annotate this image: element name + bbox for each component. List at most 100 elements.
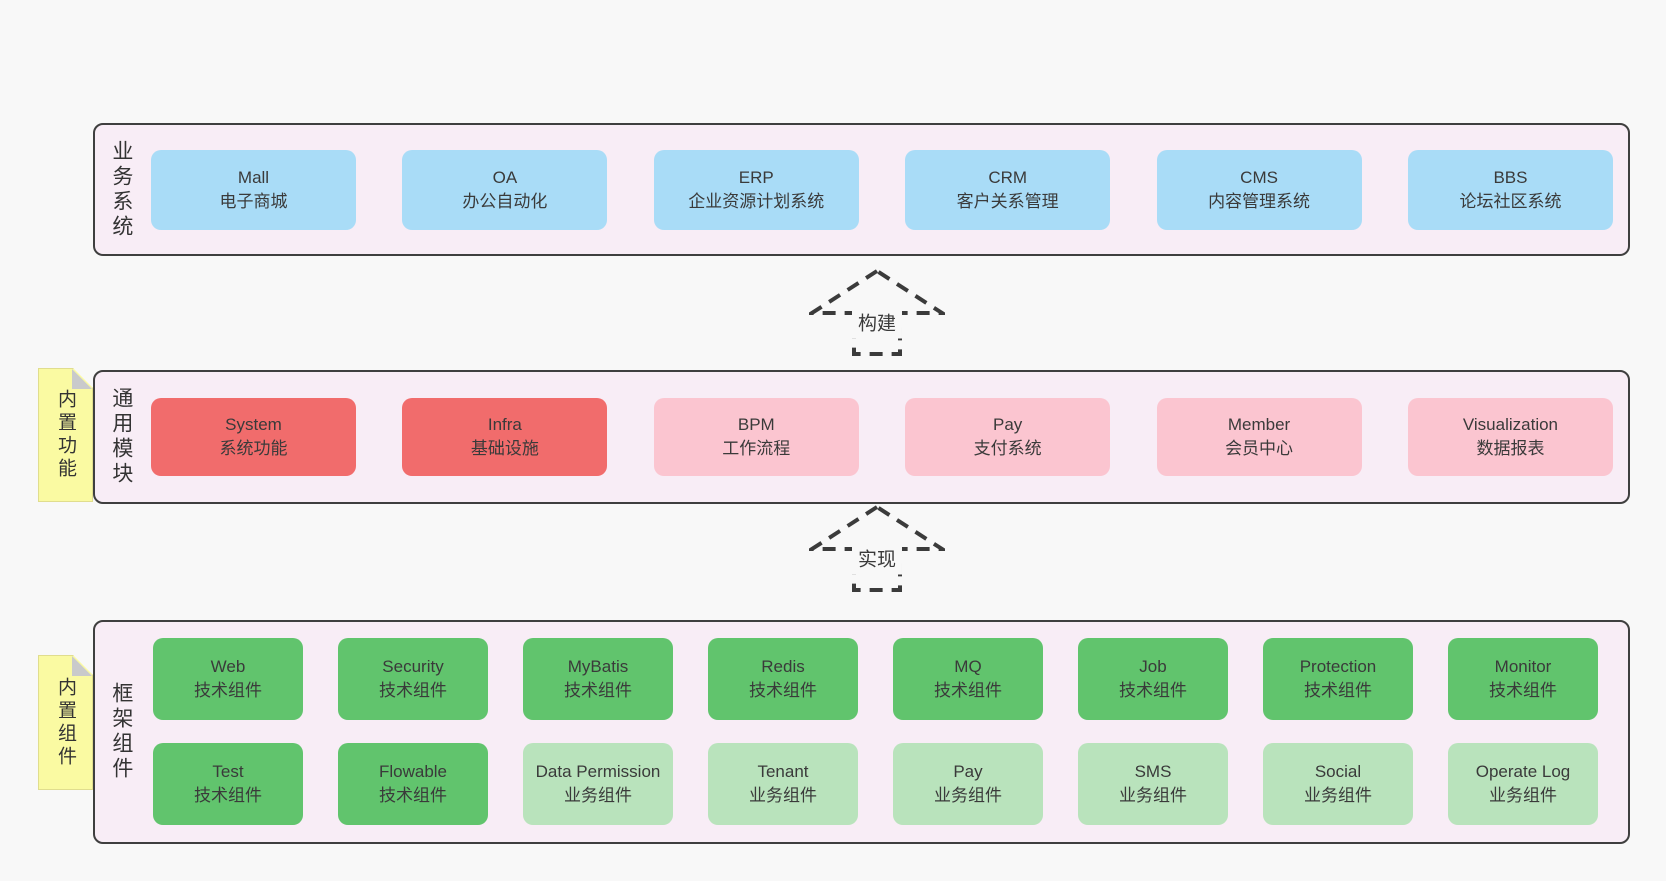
node-subtitle: 技术组件 xyxy=(379,786,447,805)
sticky-label: 内置组件 xyxy=(55,676,76,769)
node-title: CRM xyxy=(988,167,1028,187)
node-subtitle: 支付系统 xyxy=(973,439,1042,458)
node-erp: ERP 企业资源计划系统 xyxy=(653,150,859,230)
arrow-build-up: 构建 xyxy=(809,268,945,358)
node-title: Mall xyxy=(237,167,270,187)
node-title: Flowable xyxy=(378,761,448,781)
layer-label-modules: 通用模块 xyxy=(109,387,133,487)
node-subtitle: 客户关系管理 xyxy=(956,192,1059,211)
node-subtitle: 业务组件 xyxy=(564,786,632,805)
node-title: Social xyxy=(1314,761,1362,781)
node-title: Pay xyxy=(953,761,983,781)
node-cms: CMS 内容管理系统 xyxy=(1156,150,1362,230)
sticky-note-builtin-features: 内置功能 xyxy=(38,368,93,502)
node-subtitle: 技术组件 xyxy=(934,681,1002,700)
node-redis: Redis 技术组件 xyxy=(708,638,858,720)
node-title: Tenant xyxy=(757,761,809,781)
component-node-row-1: Web 技术组件 Security 技术组件 MyBatis 技术组件 Redi… xyxy=(153,638,1598,720)
node-subtitle: 技术组件 xyxy=(749,681,817,700)
node-flowable: Flowable 技术组件 xyxy=(338,743,488,825)
node-title: Protection xyxy=(1299,656,1377,676)
node-subtitle: 业务组件 xyxy=(934,786,1002,805)
node-member: Member 会员中心 xyxy=(1156,398,1362,476)
node-mall: Mall 电子商城 xyxy=(151,150,356,230)
node-protection: Protection 技术组件 xyxy=(1263,638,1413,720)
node-subtitle: 系统功能 xyxy=(219,439,288,458)
node-title: BPM xyxy=(737,414,775,434)
node-subtitle: 技术组件 xyxy=(194,786,262,805)
node-web: Web 技术组件 xyxy=(153,638,303,720)
node-title: Member xyxy=(1227,414,1291,434)
node-subtitle: 技术组件 xyxy=(564,681,632,700)
node-bpm: BPM 工作流程 xyxy=(653,398,859,476)
node-title: System xyxy=(225,414,282,434)
folded-corner-icon xyxy=(72,369,92,389)
node-subtitle: 技术组件 xyxy=(1119,681,1187,700)
node-subtitle: 业务组件 xyxy=(1119,786,1187,805)
node-subtitle: 数据报表 xyxy=(1476,439,1545,458)
node-subtitle: 会员中心 xyxy=(1225,439,1294,458)
node-infra: Infra 基础设施 xyxy=(402,398,608,476)
node-subtitle: 技术组件 xyxy=(379,681,447,700)
node-title: Visualization xyxy=(1462,414,1559,434)
node-title: BBS xyxy=(1493,167,1528,187)
node-subtitle: 内容管理系统 xyxy=(1208,192,1311,211)
node-job: Job 技术组件 xyxy=(1078,638,1228,720)
dashed-up-arrow-icon xyxy=(809,268,945,356)
node-pay-component: Pay 业务组件 xyxy=(893,743,1043,825)
node-title: Web xyxy=(210,656,246,676)
node-title: SMS xyxy=(1134,761,1172,781)
node-title: MyBatis xyxy=(567,656,629,676)
layer-framework-components: 框架组件 Web 技术组件 Security 技术组件 MyBatis 技术组件… xyxy=(93,620,1630,844)
layer-common-modules: 通用模块 System 系统功能 Infra 基础设施 BPM 工作流程 Pay… xyxy=(93,370,1630,504)
node-pay-system: Pay 支付系统 xyxy=(905,398,1111,476)
node-title: MQ xyxy=(954,656,982,676)
node-tenant: Tenant 业务组件 xyxy=(708,743,858,825)
node-subtitle: 论坛社区系统 xyxy=(1459,192,1562,211)
node-mq: MQ 技术组件 xyxy=(893,638,1043,720)
node-title: OA xyxy=(492,167,518,187)
node-mybatis: MyBatis 技术组件 xyxy=(523,638,673,720)
arrow-implement-up: 实现 xyxy=(809,504,945,594)
business-node-row: Mall 电子商城 OA 办公自动化 ERP 企业资源计划系统 CRM 客户关系… xyxy=(151,150,1613,230)
node-oa: OA 办公自动化 xyxy=(402,150,608,230)
layer-label-components: 框架组件 xyxy=(109,682,133,782)
node-subtitle: 工作流程 xyxy=(722,439,791,458)
folded-corner-icon xyxy=(72,656,92,676)
arrow-implement-label: 实现 xyxy=(851,541,903,575)
node-subtitle: 企业资源计划系统 xyxy=(688,192,825,211)
node-subtitle: 技术组件 xyxy=(194,681,262,700)
node-test: Test 技术组件 xyxy=(153,743,303,825)
node-title: Security xyxy=(382,656,444,676)
node-data-permission: Data Permission 业务组件 xyxy=(523,743,673,825)
node-subtitle: 电子商城 xyxy=(219,192,288,211)
dashed-up-arrow-icon xyxy=(809,504,945,592)
layer-label-business: 业务系统 xyxy=(109,139,133,240)
sticky-note-builtin-components: 内置组件 xyxy=(38,655,93,790)
node-title: Data Permission xyxy=(535,761,661,781)
node-title: Test xyxy=(212,761,244,781)
node-subtitle: 技术组件 xyxy=(1304,681,1372,700)
node-title: Infra xyxy=(487,414,522,434)
sticky-label: 内置功能 xyxy=(55,389,76,481)
node-system: System 系统功能 xyxy=(151,398,356,476)
node-title: Operate Log xyxy=(1475,761,1571,781)
node-subtitle: 业务组件 xyxy=(1304,786,1372,805)
node-title: Monitor xyxy=(1494,656,1552,676)
node-crm: CRM 客户关系管理 xyxy=(905,150,1111,230)
node-title: Pay xyxy=(993,414,1023,434)
node-title: ERP xyxy=(738,167,774,187)
arrow-build-label: 构建 xyxy=(851,305,903,339)
node-title: CMS xyxy=(1240,167,1278,187)
node-title: Job xyxy=(1139,656,1167,676)
node-visualization: Visualization 数据报表 xyxy=(1407,398,1613,476)
node-subtitle: 基础设施 xyxy=(470,439,539,458)
node-social: Social 业务组件 xyxy=(1263,743,1413,825)
node-subtitle: 办公自动化 xyxy=(462,192,548,211)
node-bbs: BBS 论坛社区系统 xyxy=(1407,150,1613,230)
node-monitor: Monitor 技术组件 xyxy=(1448,638,1598,720)
layer-business-systems: 业务系统 Mall 电子商城 OA 办公自动化 ERP 企业资源计划系统 CRM… xyxy=(93,123,1630,256)
node-sms: SMS 业务组件 xyxy=(1078,743,1228,825)
node-title: Redis xyxy=(761,656,805,676)
node-subtitle: 业务组件 xyxy=(1489,786,1557,805)
